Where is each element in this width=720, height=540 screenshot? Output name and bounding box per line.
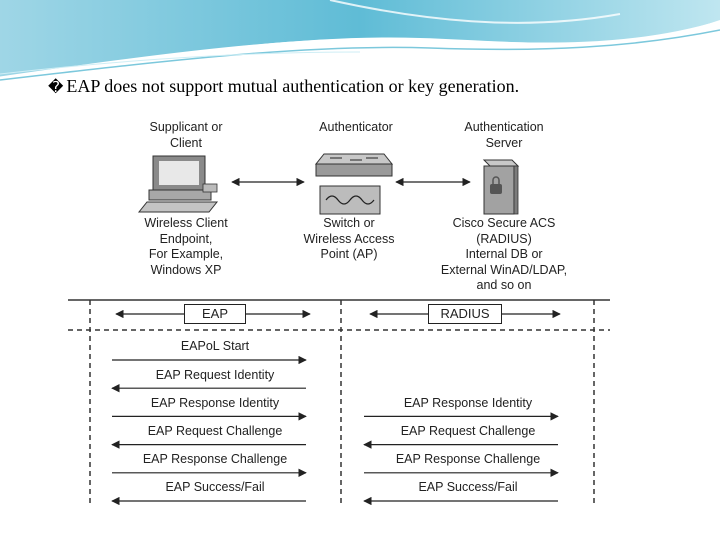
bullet-glyph-icon: � [48,78,64,96]
network-switch-icon [314,153,394,215]
left-message-label: EAP Request Identity [155,368,275,382]
header-wave-decoration [0,0,720,81]
bullet-text: EAP does not support mutual authenticati… [66,76,520,96]
left-message-label: EAPoL Start [180,339,250,353]
right-message-label: EAP Response Challenge [395,452,541,466]
right-message-label: EAP Response Identity [403,396,533,410]
authenticator-role-label: Authenticator [319,120,393,134]
right-message-arrows [363,412,559,506]
left-message-arrows [111,355,307,506]
eap-protocol-box: EAP [184,304,246,324]
bullet-point: �EAP does not support mutual authenticat… [48,76,519,97]
left-message-label: EAP Success/Fail [165,480,265,494]
auth-server-role-label: Authentication Server [464,120,544,150]
supplicant-role-label: Supplicant or Client [149,120,223,150]
authenticator-description: Switch or Wireless Access Point (AP) [303,216,395,261]
left-message-label: EAP Request Challenge [147,424,283,438]
auth-server-description: Cisco Secure ACS (RADIUS) Internal DB or… [440,216,568,292]
radius-protocol-box: RADIUS [428,304,502,324]
right-message-label: EAP Request Challenge [400,424,536,438]
left-message-label: EAP Response Identity [150,396,280,410]
left-message-label: EAP Response Challenge [142,452,288,466]
right-message-label: EAP Success/Fail [418,480,518,494]
desktop-computer-icon [137,155,219,213]
supplicant-description: Wireless Client Endpoint, For Example, W… [144,216,228,277]
server-tower-icon [482,159,520,215]
